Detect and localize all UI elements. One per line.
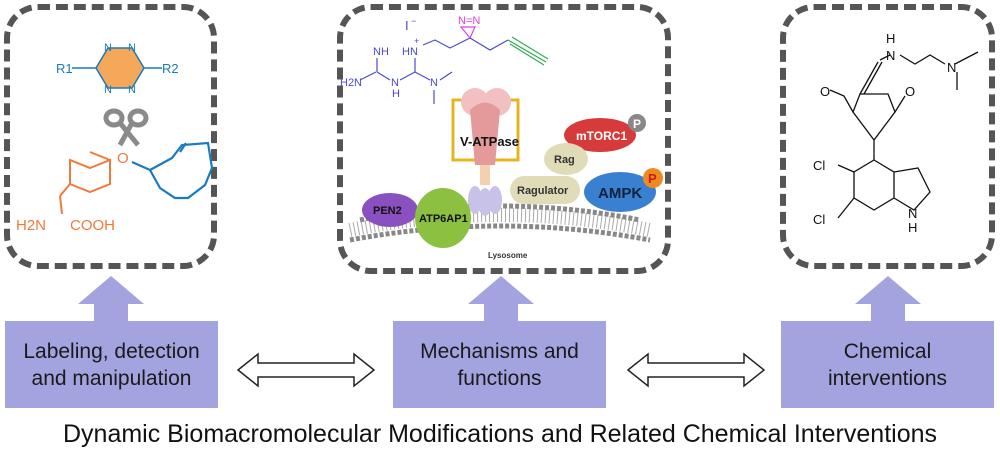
svg-text:−: − bbox=[411, 16, 416, 26]
amine-label: H2N bbox=[16, 217, 46, 234]
tetrazine-tco-chemistry: N N N N R1 R2 O H2N COOH bbox=[16, 42, 214, 234]
ampk-phospho: P bbox=[648, 171, 657, 186]
ragulator-shape bbox=[510, 176, 580, 204]
ragulator-label: Ragulator bbox=[517, 185, 569, 197]
atp6ap1-shape bbox=[415, 188, 471, 248]
label-labeling: Labeling, detection and manipulation bbox=[5, 321, 218, 408]
box-labeling bbox=[5, 321, 218, 408]
inhibitor-structure: H N N O O Cl Cl N H bbox=[813, 31, 979, 235]
figure-title: Dynamic Biomacromolecular Modifications … bbox=[63, 420, 937, 448]
left-dashed-frame bbox=[4, 4, 217, 269]
label-mechanisms: Mechanisms and functions bbox=[393, 321, 606, 408]
carbonyl-o-right: O bbox=[905, 84, 915, 99]
v-atpase-label: V-ATPase bbox=[460, 134, 519, 149]
diazirine-label: N=N bbox=[458, 15, 480, 27]
mtorc1-shape bbox=[564, 118, 636, 152]
tetrazine-n4: N bbox=[128, 84, 136, 96]
label-chemical: Chemical interventions bbox=[781, 321, 994, 408]
lysosome-label: Lysosome bbox=[488, 251, 528, 260]
bridge-n: N bbox=[391, 77, 399, 89]
up-arrow-right bbox=[855, 276, 921, 321]
box-chemical bbox=[781, 321, 994, 408]
tetrazine-n2: N bbox=[128, 42, 136, 54]
chemical-line1: Chemical bbox=[843, 339, 932, 363]
iminium-hn: HN bbox=[402, 46, 418, 58]
r2-label: R2 bbox=[162, 61, 179, 76]
bridge-h: H bbox=[392, 88, 400, 100]
pen2-label: PEN2 bbox=[373, 205, 402, 217]
labeling-line2: and manipulation bbox=[31, 366, 192, 390]
pen2-shape bbox=[362, 193, 418, 227]
enamine-n: N bbox=[886, 48, 895, 63]
imine-nh: NH bbox=[373, 46, 389, 58]
indole-n: N bbox=[908, 206, 917, 221]
amine-h2n: H2N bbox=[340, 77, 362, 89]
mechanisms-line1: Mechanisms and bbox=[420, 339, 579, 363]
indole-h: H bbox=[908, 220, 917, 235]
double-arrow-left bbox=[236, 352, 376, 388]
svg-text:+: + bbox=[414, 36, 419, 46]
rag-label: Rag bbox=[554, 154, 575, 166]
carbonyl-o-left: O bbox=[820, 84, 830, 99]
r1-label: R1 bbox=[56, 61, 73, 76]
labeling-line1: Labeling, detection bbox=[23, 339, 200, 363]
double-arrow-right bbox=[626, 352, 766, 388]
chloro-1: Cl bbox=[813, 158, 825, 173]
ampk-label: AMPK bbox=[598, 185, 642, 202]
right-dashed-frame bbox=[780, 4, 995, 269]
chemical-line2: interventions bbox=[827, 366, 948, 390]
tyrosine-structure bbox=[59, 151, 111, 215]
ampk-shape bbox=[584, 172, 656, 212]
enamine-h: H bbox=[886, 31, 895, 46]
lysosome-pathway-illustration: I − NH HN + H2N N H N N=N V-ATPase mTO bbox=[340, 15, 663, 260]
atp6ap1-label: ATP6AP1 bbox=[419, 213, 468, 225]
v-atpase-complex bbox=[451, 88, 520, 216]
tetrazine-ring bbox=[95, 47, 145, 89]
trans-cyclooctene bbox=[131, 141, 214, 200]
ether-oxygen: O bbox=[117, 150, 129, 167]
scissors-icon bbox=[103, 108, 149, 147]
dimethylamine-n: N bbox=[947, 60, 956, 75]
mtorc1-label: mTORC1 bbox=[576, 129, 627, 143]
mtorc1-phospho: P bbox=[633, 117, 641, 131]
mechanisms-line2: functions bbox=[457, 366, 542, 390]
center-dashed-frame bbox=[337, 4, 671, 274]
up-arrow-center bbox=[468, 276, 534, 321]
iodide-label: I bbox=[405, 18, 409, 33]
up-arrow-left bbox=[78, 276, 144, 321]
tetrazine-n3: N bbox=[104, 84, 112, 96]
dimethyl-n: N bbox=[430, 77, 438, 89]
carboxyl-label: COOH bbox=[70, 217, 115, 234]
chloro-2: Cl bbox=[813, 212, 825, 227]
tetrazine-n1: N bbox=[104, 42, 112, 54]
box-mechanisms bbox=[393, 321, 606, 408]
rag-shape bbox=[544, 143, 588, 175]
